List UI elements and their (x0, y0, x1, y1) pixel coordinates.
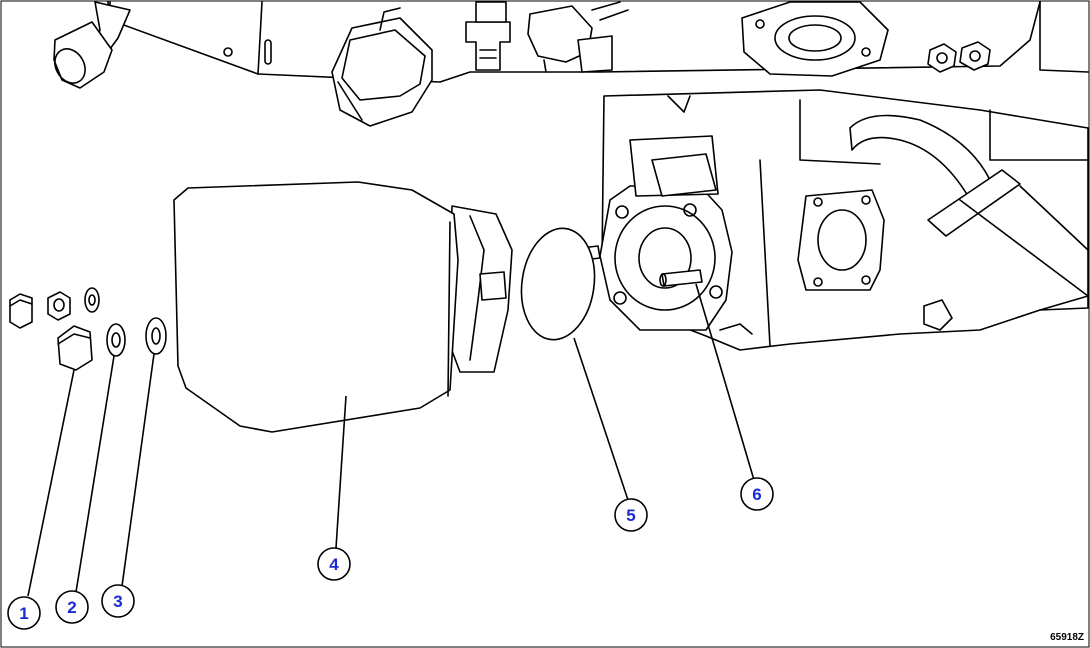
figure-id: 65918Z (1050, 632, 1084, 643)
leader-3 (121, 353, 155, 587)
flat-washer-small (84, 287, 100, 313)
stud-end-right (659, 273, 667, 287)
cover-box (173, 181, 459, 433)
slot-hole (264, 39, 272, 65)
callout-4-label: 4 (329, 555, 339, 574)
housing-notch (667, 95, 691, 113)
large-fitting (331, 17, 433, 127)
bolt-hole (223, 47, 233, 57)
callout-5-label: 5 (626, 506, 635, 525)
lock-washer-small (47, 291, 71, 321)
tube-line (959, 199, 1089, 297)
flat-washer-small-hole (88, 294, 96, 306)
hardware-parts (9, 287, 167, 371)
leader-1 (27, 369, 75, 597)
port-bolt (861, 195, 871, 205)
callout-2: 2 (55, 590, 89, 624)
stud-bolt-right (661, 269, 703, 287)
callout-1: 1 (7, 596, 41, 630)
port-bolt (813, 277, 823, 287)
flange-bolt (861, 47, 871, 57)
flange-ring (774, 15, 856, 61)
housing-top-edge (989, 109, 1089, 161)
frame-edge-right (1039, 1, 1089, 73)
gasket-part-5 (520, 227, 596, 341)
lock-washer-small-hole (53, 298, 65, 312)
hose-nut-face (54, 48, 86, 84)
flange-bolt (755, 19, 765, 29)
leader-lines (27, 283, 755, 597)
cover-bracket-tab (479, 271, 507, 301)
valve-body-1 (465, 21, 511, 71)
hex-nut-small (9, 293, 33, 329)
face-bolt-hole (683, 203, 697, 217)
side-port-bore (817, 209, 867, 271)
fitting-2-block (577, 35, 613, 73)
cover-box-edge (447, 221, 451, 397)
lock-washer-part-2-hole (111, 332, 121, 348)
lower-clip (719, 323, 753, 335)
mounting-face-ring (614, 205, 716, 311)
large-fitting-detail (337, 7, 401, 121)
callout-2-label: 2 (67, 598, 76, 617)
port-bolt (861, 275, 871, 285)
callout-1-circle (7, 596, 41, 630)
callout-4-circle (317, 547, 351, 581)
callout-6-circle (740, 477, 774, 511)
flat-washer-part-3-hole (151, 327, 161, 345)
hex-bolt-a-center (936, 52, 948, 64)
side-port-flange (797, 189, 885, 291)
flat-washer-part-3 (145, 317, 167, 355)
top-frame-assembly (53, 1, 1089, 127)
valve-detail-1 (479, 49, 497, 59)
leader-2 (75, 355, 115, 593)
callout-2-circle (55, 590, 89, 624)
fitting-2 (527, 5, 593, 63)
housing-step (799, 99, 881, 165)
cover-part-4 (173, 181, 513, 433)
hex-nut-part-1-top (57, 333, 91, 345)
hex-nut-small-top (9, 299, 33, 307)
pump-housing-assembly (561, 89, 1089, 351)
callout-4: 4 (317, 547, 351, 581)
lock-washer-part-2 (106, 323, 126, 357)
large-fitting-hex (341, 29, 426, 101)
callout-3-circle (101, 584, 135, 618)
port-bolt (813, 197, 823, 207)
leader-4 (335, 395, 347, 549)
fitting-2-lines (591, 1, 629, 21)
housing-seam (759, 159, 771, 347)
plate-edge-line (257, 1, 263, 75)
leader-5 (573, 337, 629, 501)
right-flange (741, 1, 889, 77)
leader-6 (695, 283, 755, 481)
callout-3: 3 (101, 584, 135, 618)
hex-bolt-a (927, 43, 957, 73)
callout-5: 5 (614, 498, 648, 532)
lower-fitting (923, 299, 953, 331)
callout-3-label: 3 (113, 592, 122, 611)
face-bolt-hole (709, 285, 723, 299)
fitting-2-pin (543, 59, 547, 73)
mounting-face-bore (638, 227, 692, 289)
tube-line-2 (1019, 185, 1089, 251)
pump-top-inner (651, 153, 717, 197)
callout-6-label: 6 (752, 485, 761, 504)
flange-bore (788, 24, 842, 52)
valve-cap-1 (475, 1, 507, 23)
face-bolt-hole (615, 205, 629, 219)
callout-1-label: 1 (19, 604, 28, 623)
face-bolt-hole (613, 291, 627, 305)
callout-6: 6 (740, 477, 774, 511)
hex-bolt-b (959, 41, 991, 71)
hex-nut-part-1 (57, 325, 93, 371)
tube-clamp (927, 169, 1021, 237)
callout-5-circle (614, 498, 648, 532)
pump-mounting-face (599, 185, 733, 331)
hex-bolt-b-center (969, 50, 981, 62)
lower-edge (1039, 295, 1089, 311)
